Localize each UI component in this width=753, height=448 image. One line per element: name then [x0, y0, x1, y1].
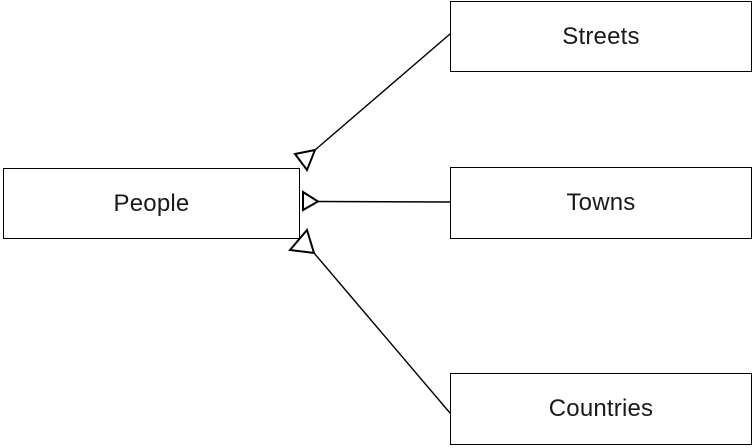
- node-people[interactable]: People: [3, 168, 300, 239]
- edge-towns-people-line: [317, 200, 451, 203]
- generalization-arrowhead-streets-icon: [293, 148, 317, 173]
- edge-countries-people-line: [313, 252, 451, 414]
- node-people-label: People: [113, 189, 190, 217]
- node-countries-label: Countries: [548, 395, 654, 422]
- node-countries[interactable]: Countries: [450, 373, 752, 445]
- node-towns-label: Towns: [566, 189, 636, 216]
- node-streets[interactable]: Streets: [450, 1, 752, 72]
- node-streets-label: Streets: [562, 22, 640, 50]
- node-towns[interactable]: Towns: [450, 167, 752, 239]
- edge-streets-people-line: [314, 33, 451, 151]
- generalization-arrowhead-towns-icon: [302, 190, 320, 212]
